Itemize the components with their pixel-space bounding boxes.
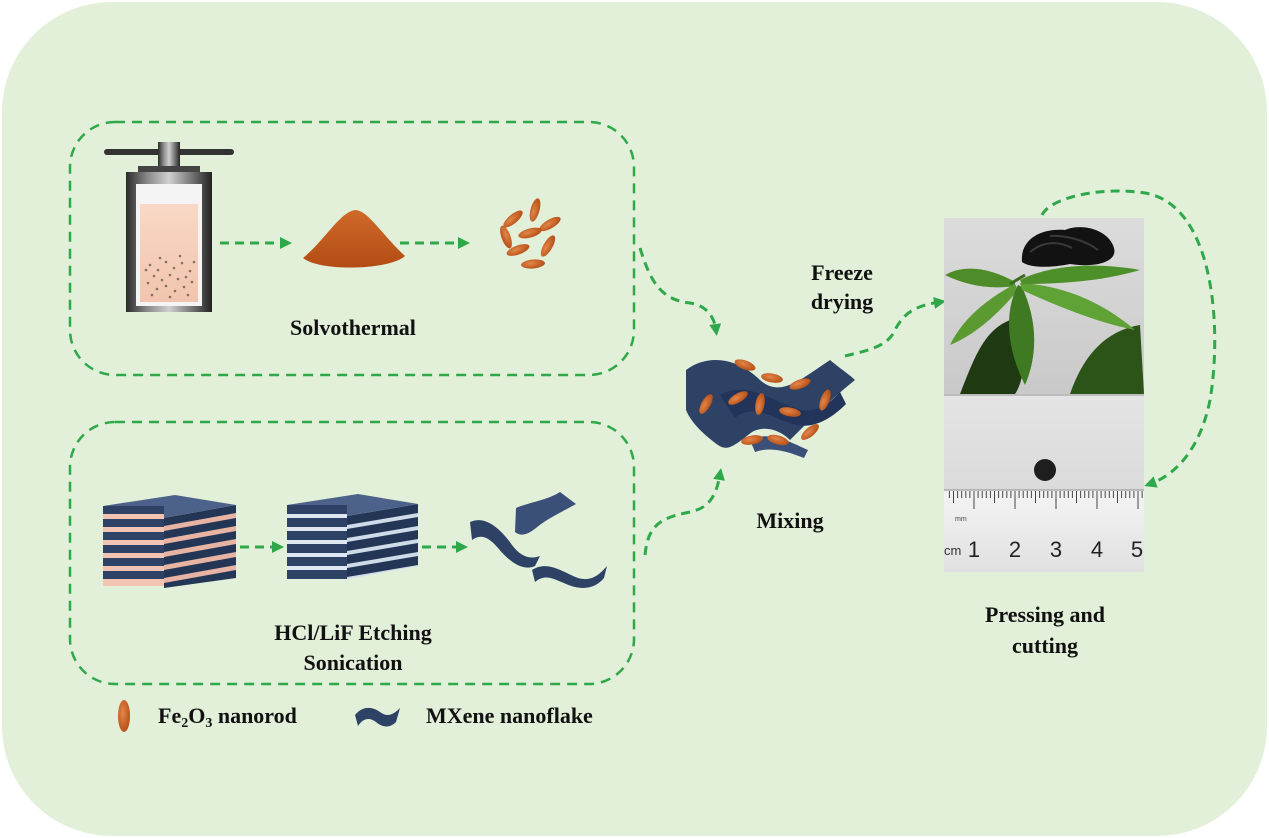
- aerogel-photo: [944, 218, 1144, 394]
- legend-nanoflake-icon: [355, 707, 400, 727]
- autoclave-icon: [104, 142, 234, 312]
- freeze-drying-label-line2: drying: [810, 289, 874, 314]
- ruler-cm-label: cm: [944, 543, 961, 558]
- freeze-drying-label-line1: Freeze: [811, 260, 873, 285]
- pressed-disc-photo: mm cm 1 2 3 4 5: [944, 394, 1144, 572]
- pressing-cutting-label-line2: cutting: [1012, 633, 1078, 658]
- max-phase-stack-icon: [103, 495, 236, 588]
- arrow-bottom-to-mixing: [643, 468, 725, 556]
- pressed-disc: [1034, 459, 1056, 481]
- ruler-number-3: 3: [1050, 537, 1062, 562]
- solvothermal-label: Solvothermal: [290, 315, 416, 340]
- fe2o3-nanorods-icon: [500, 198, 561, 269]
- etched-mxene-stack-icon: [287, 494, 418, 579]
- legend-nanoflake-label: MXene nanoflake: [426, 703, 593, 728]
- ruler: [944, 490, 1144, 572]
- ruler-number-1: 1: [968, 537, 980, 562]
- ruler-number-4: 4: [1091, 537, 1103, 562]
- legend-nanorod-icon: [118, 700, 130, 732]
- etching-box: [68, 420, 636, 686]
- etching-label-line2: Sonication: [303, 650, 403, 675]
- legend-nanorod-label: Fe2O3 nanorod: [158, 703, 297, 731]
- arrow-photo-loop: [1040, 189, 1217, 488]
- etching-label-line1: HCl/LiF Etching: [274, 620, 432, 645]
- mixing-label: Mixing: [756, 508, 824, 533]
- pressing-cutting-label-line1: Pressing and: [984, 602, 1105, 627]
- mxene-flakes-icon: [470, 492, 607, 588]
- ruler-number-2: 2: [1009, 537, 1021, 562]
- arrow-mixing-to-photo: [844, 296, 946, 358]
- ruler-number-5: 5: [1131, 537, 1143, 562]
- ruler-unit-label: mm: [955, 516, 967, 523]
- mxene-fe2o3-composite-icon: [686, 359, 855, 458]
- fe2o3-powder-icon: [303, 210, 405, 268]
- arrow-top-to-mixing: [638, 247, 722, 336]
